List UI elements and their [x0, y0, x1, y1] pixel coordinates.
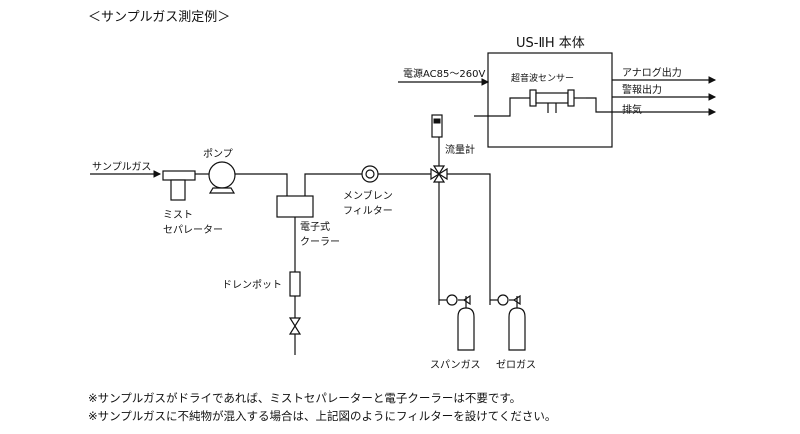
sensor-outlet-line: [586, 97, 700, 113]
zero-gas-label: ゼロガス: [496, 359, 536, 371]
pump-icon: [208, 161, 236, 194]
unit-box-title: US-ⅡH 本体: [516, 36, 585, 51]
flowmeter-float-icon: [433, 118, 441, 124]
mist-separator-label-2: セパレーター: [163, 224, 223, 236]
cooler-to-filter-line: [304, 173, 362, 196]
pump-to-cooler-line: [235, 173, 288, 196]
zero-gas-cylinder-icon: [508, 307, 526, 351]
alarm-output-arrow-icon: [708, 93, 717, 101]
valve-to-zero-gas-line: [447, 173, 491, 305]
note-2: ※サンプルガスに不純物が混入する場合は、上記図のようにフィルターを設けてください…: [88, 409, 556, 423]
three-way-valve-icon: [430, 165, 448, 183]
note-1: ※サンプルガスがドライであれば、ミストセパレーターと電子クーラーは不要です。: [88, 391, 521, 405]
zero-gas-regulator-icon: [490, 294, 521, 308]
membrane-filter-label-1: メンブレン: [343, 189, 393, 202]
alarm-output-label: 警報出力: [622, 83, 662, 96]
analog-output-arrow-icon: [708, 76, 717, 84]
sensor-inlet-line: [474, 97, 520, 117]
span-gas-regulator-icon: [439, 294, 471, 308]
span-gas-cylinder-icon: [457, 307, 475, 351]
analog-output-label: アナログ出力: [622, 66, 682, 79]
diagram-title: ＜サンプルガス測定例＞: [88, 10, 230, 25]
electronic-cooler-icon: [276, 195, 314, 218]
power-arrow-icon: [481, 78, 490, 86]
flowmeter-label: 流量計: [445, 143, 475, 156]
sample-inlet-arrow-icon: [153, 170, 162, 178]
drain-valve-icon: [288, 317, 302, 335]
mist-separator-icon: [162, 170, 196, 201]
ultrasonic-sensor-icon: [520, 89, 586, 113]
membrane-filter-label-2: フィルター: [343, 205, 393, 217]
mist-separator-label-1: ミスト: [163, 210, 193, 221]
drain-pot-icon: [289, 271, 301, 297]
power-label: 電源AC85～260V: [403, 67, 485, 80]
exhaust-arrow-icon: [708, 108, 717, 116]
exhaust-label: 排気: [622, 103, 642, 116]
span-gas-label: スパンガス: [430, 359, 481, 371]
pump-label: ポンプ: [203, 148, 233, 160]
sample-gas-label: サンプルガス: [92, 161, 151, 173]
flowmeter-icon: [431, 114, 443, 138]
drain-pot-label: ドレンポット: [222, 279, 282, 291]
membrane-filter-icon: [361, 165, 379, 183]
cooler-label-1: 電子式: [300, 220, 330, 233]
cooler-label-2: クーラー: [300, 236, 340, 248]
sensor-label: 超音波センサー: [511, 72, 574, 84]
